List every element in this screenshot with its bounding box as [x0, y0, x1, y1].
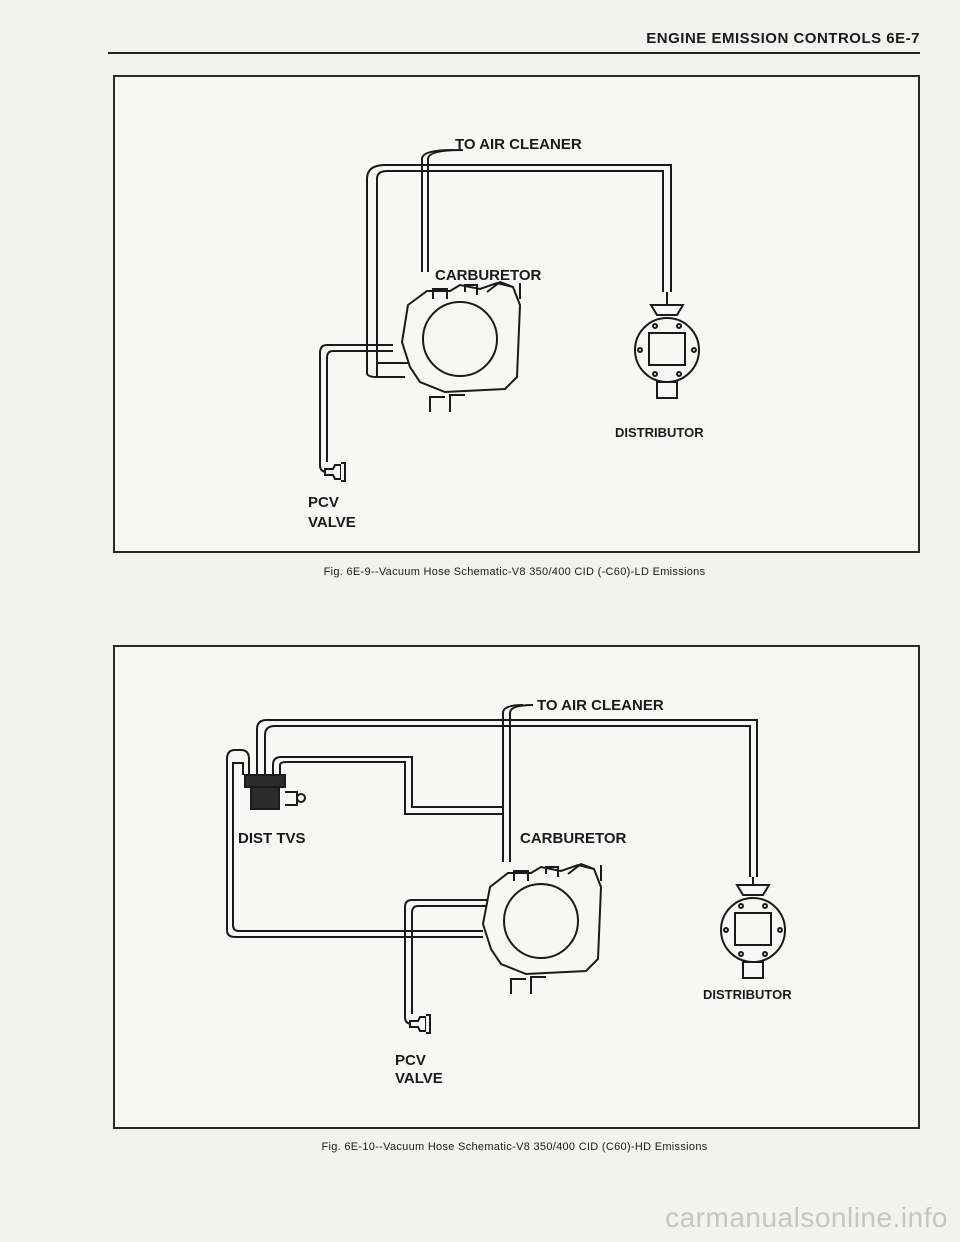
vacuum-schematic-diagram-1: TO AIR CLEANER CARBURETOR DISTRIBUTOR PC…	[308, 136, 704, 531]
distributor-label: DISTRIBUTOR	[703, 987, 792, 1002]
air-cleaner-hose-inner	[421, 149, 454, 272]
pcv-label: PCV	[395, 1052, 426, 1069]
figure-6e-10: TO AIR CLEANER CARBURETOR DISTRIBUTOR DI…	[113, 645, 920, 1129]
vacuum-schematic-diagram-2: TO AIR CLEANER CARBURETOR DISTRIBUTOR DI…	[226, 697, 792, 1087]
figure-6e-9: TO AIR CLEANER CARBURETOR DISTRIBUTOR PC…	[113, 75, 920, 553]
pcv-label: PCV	[308, 494, 339, 511]
valve-label: VALVE	[308, 514, 356, 531]
air-cleaner-label: TO AIR CLEANER	[455, 136, 582, 153]
distributor-label: DISTRIBUTOR	[615, 425, 704, 440]
distributor-icon	[720, 877, 786, 979]
page-header: ENGINE EMISSION CONTROLS 6E-7	[108, 30, 920, 54]
figure-6e-9-caption: Fig. 6E-9--Vacuum Hose Schematic-V8 350/…	[323, 566, 706, 578]
distributor-hose-outer	[256, 719, 758, 877]
carburetor-label: CARBURETOR	[435, 267, 542, 284]
distributor-icon	[634, 292, 700, 399]
pcv-hose	[319, 344, 393, 473]
air-cleaner-hose	[509, 704, 534, 862]
tvs-to-carb-hose	[272, 756, 503, 808]
page-title: ENGINE EMISSION CONTROLS 6E-7	[646, 30, 920, 47]
bottom-loop-hose	[226, 749, 483, 938]
carburetor-label: CARBURETOR	[520, 830, 627, 847]
figure-6e-10-caption: Fig. 6E-10--Vacuum Hose Schematic-V8 350…	[321, 1141, 708, 1153]
distributor-hose	[376, 170, 664, 377]
carburetor-icon	[400, 280, 522, 412]
carburetor-icon	[481, 862, 603, 994]
dist-tvs-icon	[244, 774, 306, 810]
pcv-valve-icon	[409, 1014, 431, 1034]
distributor-hose-outer	[366, 164, 672, 373]
watermark: carmanualsonline.info	[665, 1202, 948, 1233]
valve-label: VALVE	[395, 1070, 443, 1087]
pcv-hose	[404, 899, 490, 1025]
dist-tvs-label: DIST TVS	[238, 830, 306, 847]
distributor-hose	[264, 725, 751, 877]
pcv-valve-icon	[324, 462, 346, 482]
air-cleaner-hose	[427, 149, 464, 272]
air-cleaner-label: TO AIR CLEANER	[537, 697, 664, 714]
air-cleaner-hose-inner	[502, 704, 524, 862]
